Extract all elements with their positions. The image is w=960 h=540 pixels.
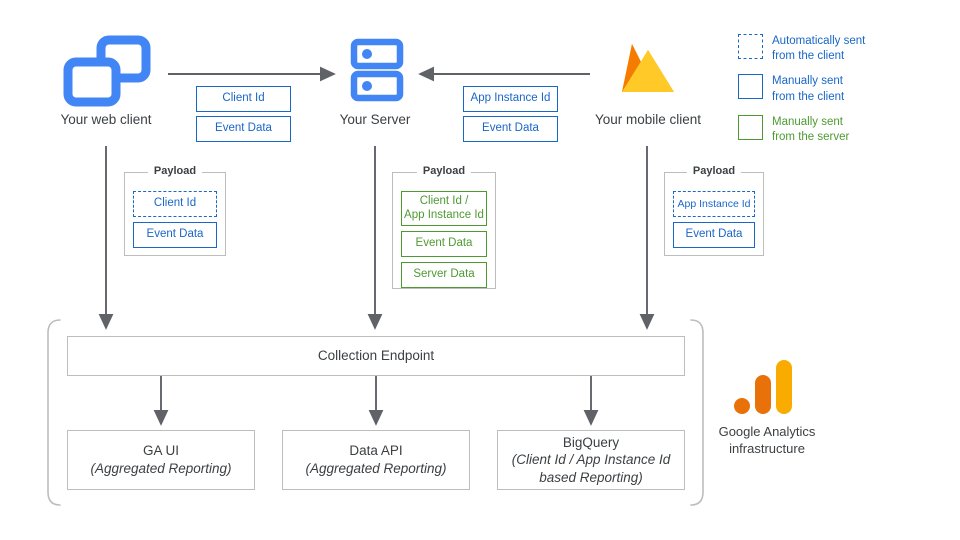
bracket-left — [47, 319, 61, 506]
output-box-data-api: Data API (Aggregated Reporting) — [282, 430, 470, 490]
payload-web-item-event-data: Event Data — [133, 222, 217, 248]
payload-server-title: Payload — [416, 165, 472, 177]
collection-endpoint-label: Collection Endpoint — [317, 348, 435, 364]
payload-mobile-item-event-data: Event Data — [673, 222, 755, 248]
legend-item-manual-client: Manually sent from the client — [738, 74, 938, 104]
node-web-client: Your web client — [46, 34, 166, 127]
google-analytics-logo — [734, 360, 792, 414]
payload-server-item-event-data: Event Data — [401, 231, 487, 257]
server-rack-icon — [350, 38, 404, 102]
browser-windows-icon — [63, 35, 151, 107]
ga-brand: Google Analytics infrastructure — [706, 358, 828, 458]
transit-mobile-to-server: App Instance Id Event Data — [463, 86, 558, 142]
legend-item-auto-client: Automatically sent from the client — [738, 34, 938, 64]
legend-item-manual-server: Manually sent from the server — [738, 114, 938, 145]
transit-chip-event-data: Event Data — [196, 116, 291, 142]
payload-web-title: Payload — [147, 165, 203, 177]
legend-manual-server-line2: from the server — [772, 130, 850, 143]
transit-chip-event-data-mobile: Event Data — [463, 116, 558, 142]
transit-chip-app-instance-id: App Instance Id — [463, 86, 558, 112]
legend-auto-client-line1: Automatically sent — [772, 35, 866, 47]
bracket-right — [690, 319, 704, 506]
payload-web: Payload Client Id Event Data — [124, 165, 226, 256]
legend-swatch-dashed-blue — [738, 34, 763, 59]
payload-mobile-item-app-instance-id: App Instance Id — [673, 191, 755, 217]
node-mobile-client-label: Your mobile client — [594, 112, 702, 127]
legend: Automatically sent from the client Manua… — [738, 34, 938, 145]
node-mobile-client: Your mobile client — [585, 34, 711, 127]
transit-chip-client-id: Client Id — [196, 86, 291, 112]
output-bigquery-subtitle: (Client Id / App Instance Id based Repor… — [511, 452, 671, 485]
legend-manual-client-line1: Manually sent — [772, 75, 843, 88]
node-server: Your Server — [318, 34, 432, 127]
payload-server: Payload Client Id / App Instance Id Even… — [392, 165, 496, 289]
legend-swatch-solid-blue — [738, 74, 763, 100]
output-box-bigquery: BigQuery (Client Id / App Instance Id ba… — [497, 430, 685, 490]
payload-server-item-ids-label: Client Id / App Instance Id — [404, 195, 484, 221]
output-box-ga-ui: GA UI (Aggregated Reporting) — [67, 430, 255, 490]
legend-manual-client-line2: from the client — [772, 90, 845, 103]
payload-server-item-ids: Client Id / App Instance Id — [401, 191, 487, 226]
collection-endpoint-box: Collection Endpoint — [67, 336, 685, 376]
legend-auto-client-line2: from the client — [772, 50, 845, 63]
payload-mobile: Payload App Instance Id Event Data — [664, 165, 764, 256]
legend-manual-server-line1: Manually sent — [772, 115, 843, 128]
output-ga-ui-title: GA UI — [142, 443, 179, 459]
ga-brand-caption: Google Analytics infrastructure — [718, 424, 816, 456]
output-bigquery-title: BigQuery — [562, 434, 620, 450]
firebase-flame-icon — [622, 44, 674, 92]
payload-web-item-client-id: Client Id — [133, 191, 217, 217]
node-web-client-label: Your web client — [60, 112, 152, 127]
payload-server-item-server-data: Server Data — [401, 262, 487, 288]
node-server-label: Your Server — [339, 112, 411, 127]
legend-swatch-solid-green — [738, 114, 763, 140]
output-data-api-title: Data API — [349, 443, 403, 459]
transit-web-to-server: Client Id Event Data — [196, 86, 291, 142]
output-ga-ui-subtitle: (Aggregated Reporting) — [90, 461, 232, 476]
output-data-api-subtitle: (Aggregated Reporting) — [305, 461, 447, 476]
payload-mobile-title: Payload — [686, 165, 742, 177]
